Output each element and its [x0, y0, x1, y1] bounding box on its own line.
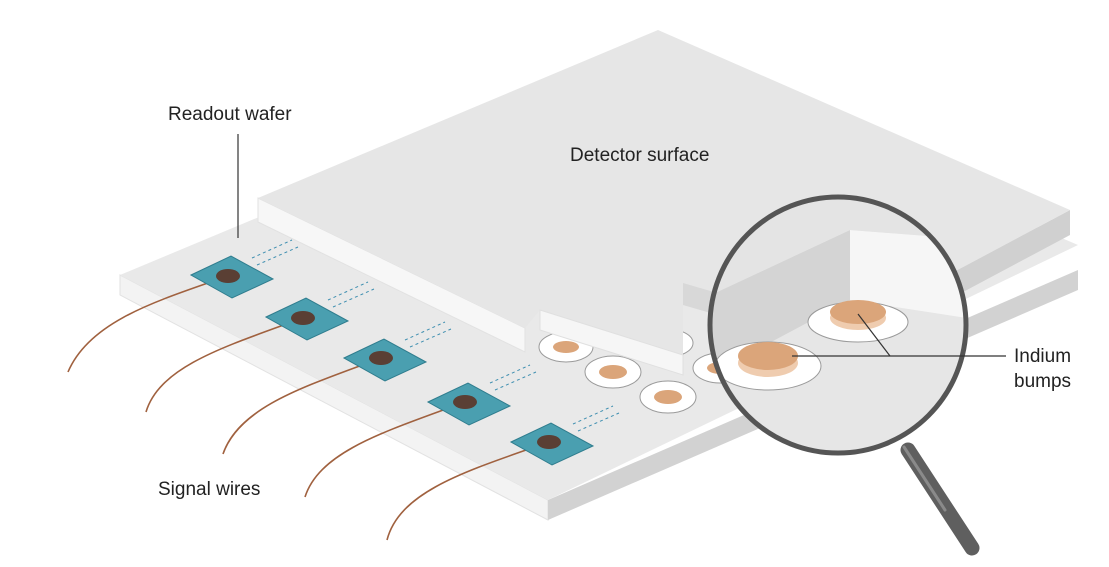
dashed-traces: [251, 239, 620, 432]
indium-bump: [584, 355, 642, 389]
magnifier-lens-rim: [707, 194, 969, 456]
contact-pad: [342, 338, 428, 382]
signal-wires-label: Signal wires: [158, 479, 261, 500]
detector-notch-face: [539, 309, 684, 376]
readout-wafer-label: Readout wafer: [168, 104, 292, 125]
signal-wire: [304, 401, 466, 498]
signal-wire: [67, 275, 229, 373]
contact-pad: [264, 297, 350, 341]
indium-bump-magnified: [807, 300, 909, 343]
contact-pad: [426, 382, 512, 426]
indium-bumps-label-line1: Indium: [1014, 346, 1072, 367]
indium-bump-magnified: [714, 341, 822, 391]
contact-pad: [189, 255, 275, 299]
leader-lines: [237, 134, 1006, 357]
contact-pad: [509, 422, 595, 466]
indium-bumps-leader-branch: [857, 313, 891, 357]
signal-wire: [145, 317, 304, 413]
indium-bumps-label-line2: bumps: [1014, 371, 1072, 392]
magnifier: [707, 194, 980, 556]
signal-wires: [67, 275, 550, 541]
signal-wire: [386, 441, 550, 541]
magnifier-handle: [900, 442, 980, 556]
indium-bump: [639, 380, 697, 414]
detector-surface-label: Detector surface: [570, 145, 710, 166]
signal-wire: [222, 357, 382, 455]
contact-pads: [189, 255, 595, 466]
